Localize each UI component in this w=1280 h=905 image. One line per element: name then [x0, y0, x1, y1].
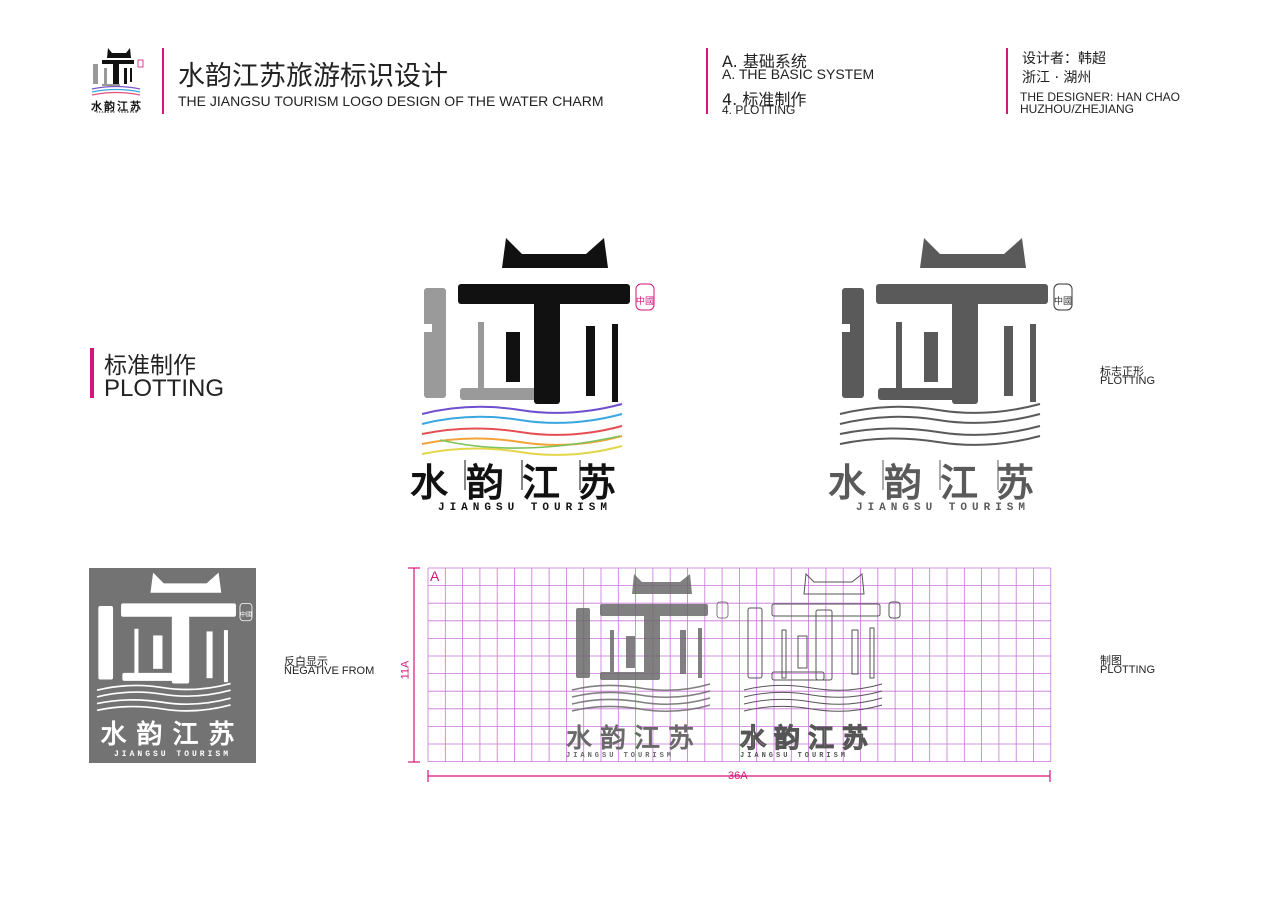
header-logo-en: JIANGSU TOURISM — [95, 111, 138, 114]
grid-height-label: 11A — [399, 660, 412, 680]
svg-text:中國: 中國 — [240, 611, 252, 619]
header-logo — [86, 44, 148, 116]
side-heading-bar — [90, 348, 94, 398]
grid-width-label: 36A — [728, 770, 748, 782]
standard-label-en: PLOTTING — [1100, 375, 1156, 387]
dimension-lines — [408, 567, 1051, 782]
logo-gray-en: JIANGSU TOURISM — [855, 502, 1031, 514]
logo-gray-cn: 水韵江苏 — [828, 460, 1053, 505]
logo-color-en: JIANGSU TOURISM — [437, 502, 613, 514]
grid-corner-label: A — [430, 568, 440, 584]
grid-drawing — [404, 566, 1066, 786]
grid-logo-filled-en: JIANGSU TOURISM — [566, 752, 675, 760]
header-divider-2 — [706, 48, 708, 114]
page-title: 水韵江苏旅游标识设计 — [178, 61, 448, 92]
system-title-en: A. THE BASIC SYSTEM — [722, 66, 875, 82]
drawing-label-cn: 制图 — [1100, 654, 1122, 667]
grid-canvas — [408, 567, 1052, 782]
logo-gray: 中國 — [828, 232, 1078, 522]
grid-logo-outline-en: JIANGSU TOURISM — [740, 752, 849, 760]
header-divider-1 — [162, 48, 164, 114]
grid-logo-outline — [743, 572, 901, 712]
logo-color-cn: 水韵江苏 — [410, 460, 635, 505]
drawing-label-en: PLOTTING — [1100, 664, 1156, 676]
header-logo-mark — [91, 48, 144, 96]
section-title-cn: 4. 标准制作 — [722, 90, 807, 109]
side-heading-en: PLOTTING — [104, 375, 225, 402]
designer-en: THE DESIGNER: HAN CHAO — [1020, 90, 1181, 104]
negative-label-en: NEGATIVE FROM — [284, 665, 375, 677]
logo-negative: 中國 — [89, 568, 256, 763]
location-en: HUZHOU/ZHEJIANG — [1020, 102, 1134, 116]
grid-logo-outline-cn: 水韵江苏 — [739, 724, 877, 755]
logo-negative-cn: 水韵江苏 — [100, 720, 245, 750]
grid-logo-filled-cn: 水韵江苏 — [566, 724, 703, 754]
logo-negative-en: JIANGSU TOURISM — [113, 750, 231, 759]
logo-color: 中國 — [410, 232, 660, 522]
header-divider-3 — [1006, 48, 1008, 114]
page-subtitle: THE JIANGSU TOURISM LOGO DESIGN OF THE W… — [178, 93, 604, 109]
system-title-cn: A. 基础系统 — [722, 52, 807, 71]
logo-gray-mark: 中國 — [839, 238, 1073, 490]
side-heading-cn: 标准制作 — [104, 353, 196, 379]
svg-text:中國: 中國 — [636, 295, 654, 307]
grid-lines — [427, 567, 1052, 763]
grid-logo-filled — [571, 574, 729, 713]
svg-text:中國: 中國 — [1054, 295, 1072, 307]
location-cn: 浙江 · 湖州 — [1022, 70, 1092, 86]
designer-cn: 设计者：韩超 — [1022, 51, 1106, 67]
standard-label-cn: 标志正形 — [1100, 365, 1144, 378]
header-logo-cn: 水韵江苏 — [91, 100, 143, 113]
negative-label-cn: 反白显示 — [284, 655, 328, 668]
logo-color-mark: 中國 — [421, 238, 655, 490]
section-title-en: 4. PLOTTING — [722, 103, 796, 117]
logo-negative-mark: 中國 — [96, 572, 253, 712]
